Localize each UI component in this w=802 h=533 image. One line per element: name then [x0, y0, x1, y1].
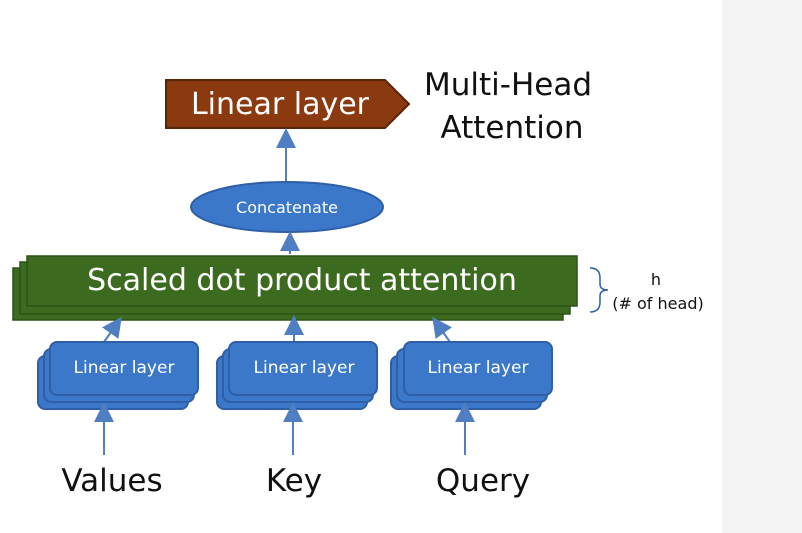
title-line-1: Multi-Head [424, 67, 592, 103]
concatenate-label: Concatenate [236, 198, 338, 217]
output-linear-layer: Linear layer [165, 79, 411, 129]
concatenate-node: Concatenate [190, 181, 384, 233]
heads-brace: h (# of head) [589, 267, 704, 313]
heads-note-line-2: (# of head) [612, 294, 703, 313]
query-linear-layer: Linear layer [390, 341, 553, 410]
key-input-label: Key [266, 463, 322, 499]
query-linear-layer-label: Linear layer [428, 358, 529, 378]
heads-note-line-1: h [651, 270, 661, 289]
diagram-title: Multi-Head Attention [424, 67, 592, 146]
arrow-query-layer-to-attention [432, 316, 452, 343]
values-linear-layer: Linear layer [37, 341, 199, 410]
values-linear-layer-label: Linear layer [74, 358, 175, 378]
attention-label: Scaled dot product attention [87, 263, 517, 298]
output-linear-layer-label: Linear layer [191, 87, 370, 122]
values-input-label: Values [61, 463, 162, 499]
key-linear-layer: Linear layer [216, 341, 378, 410]
query-input-label: Query [436, 463, 530, 499]
key-linear-layer-label: Linear layer [254, 358, 355, 378]
arrow-values-layer-to-attention [102, 316, 122, 343]
background-strip [722, 0, 802, 533]
title-line-2: Attention [440, 110, 583, 146]
scaled-dot-product-attention: Scaled dot product attention [12, 255, 578, 321]
